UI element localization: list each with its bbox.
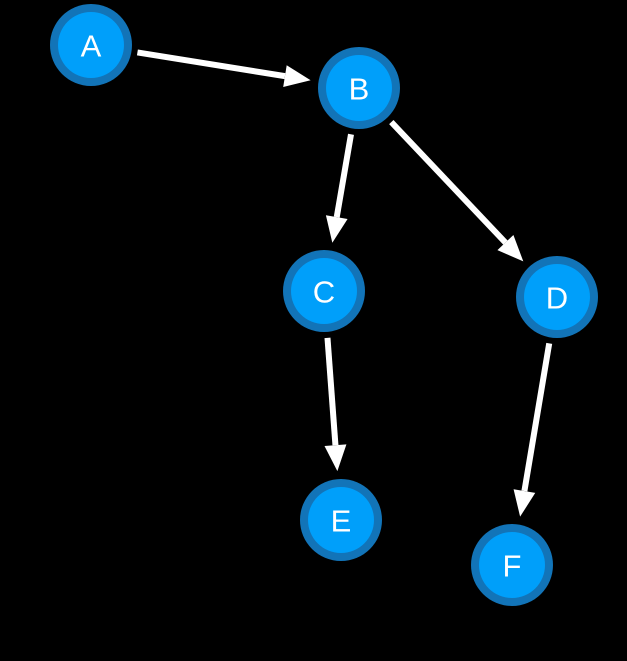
graph-edge-d-f[interactable] <box>513 342 553 517</box>
graph-edge-b-d[interactable] <box>389 120 524 262</box>
node-label: B <box>349 72 370 107</box>
graph-node-e[interactable]: E <box>300 479 382 561</box>
edge-layer <box>136 49 553 517</box>
node-label: C <box>313 275 335 310</box>
node-fill <box>524 264 590 330</box>
node-label: D <box>546 281 568 316</box>
graph-edge-a-b[interactable] <box>136 49 311 87</box>
arrowhead-icon <box>325 215 348 243</box>
node-layer: A B C D E F <box>50 4 598 606</box>
arrowhead-icon <box>324 444 347 472</box>
node-fill <box>58 12 124 78</box>
graph-node-f[interactable]: F <box>471 524 553 606</box>
node-fill <box>291 258 357 324</box>
node-fill <box>479 532 545 598</box>
node-label: E <box>331 504 352 539</box>
node-label: A <box>81 29 102 64</box>
graph-node-c[interactable]: C <box>283 250 365 332</box>
graph-edge-b-c[interactable] <box>325 133 354 243</box>
arrowhead-icon <box>497 234 524 262</box>
node-fill <box>308 487 374 553</box>
node-label: F <box>503 549 522 584</box>
node-fill <box>326 55 392 121</box>
graph-node-a[interactable]: A <box>50 4 132 86</box>
arrowhead-icon <box>513 489 536 517</box>
graph-edge-c-e[interactable] <box>324 337 347 472</box>
graph-node-d[interactable]: D <box>516 256 598 338</box>
graph-node-b[interactable]: B <box>318 47 400 129</box>
arrowhead-icon <box>283 65 311 87</box>
